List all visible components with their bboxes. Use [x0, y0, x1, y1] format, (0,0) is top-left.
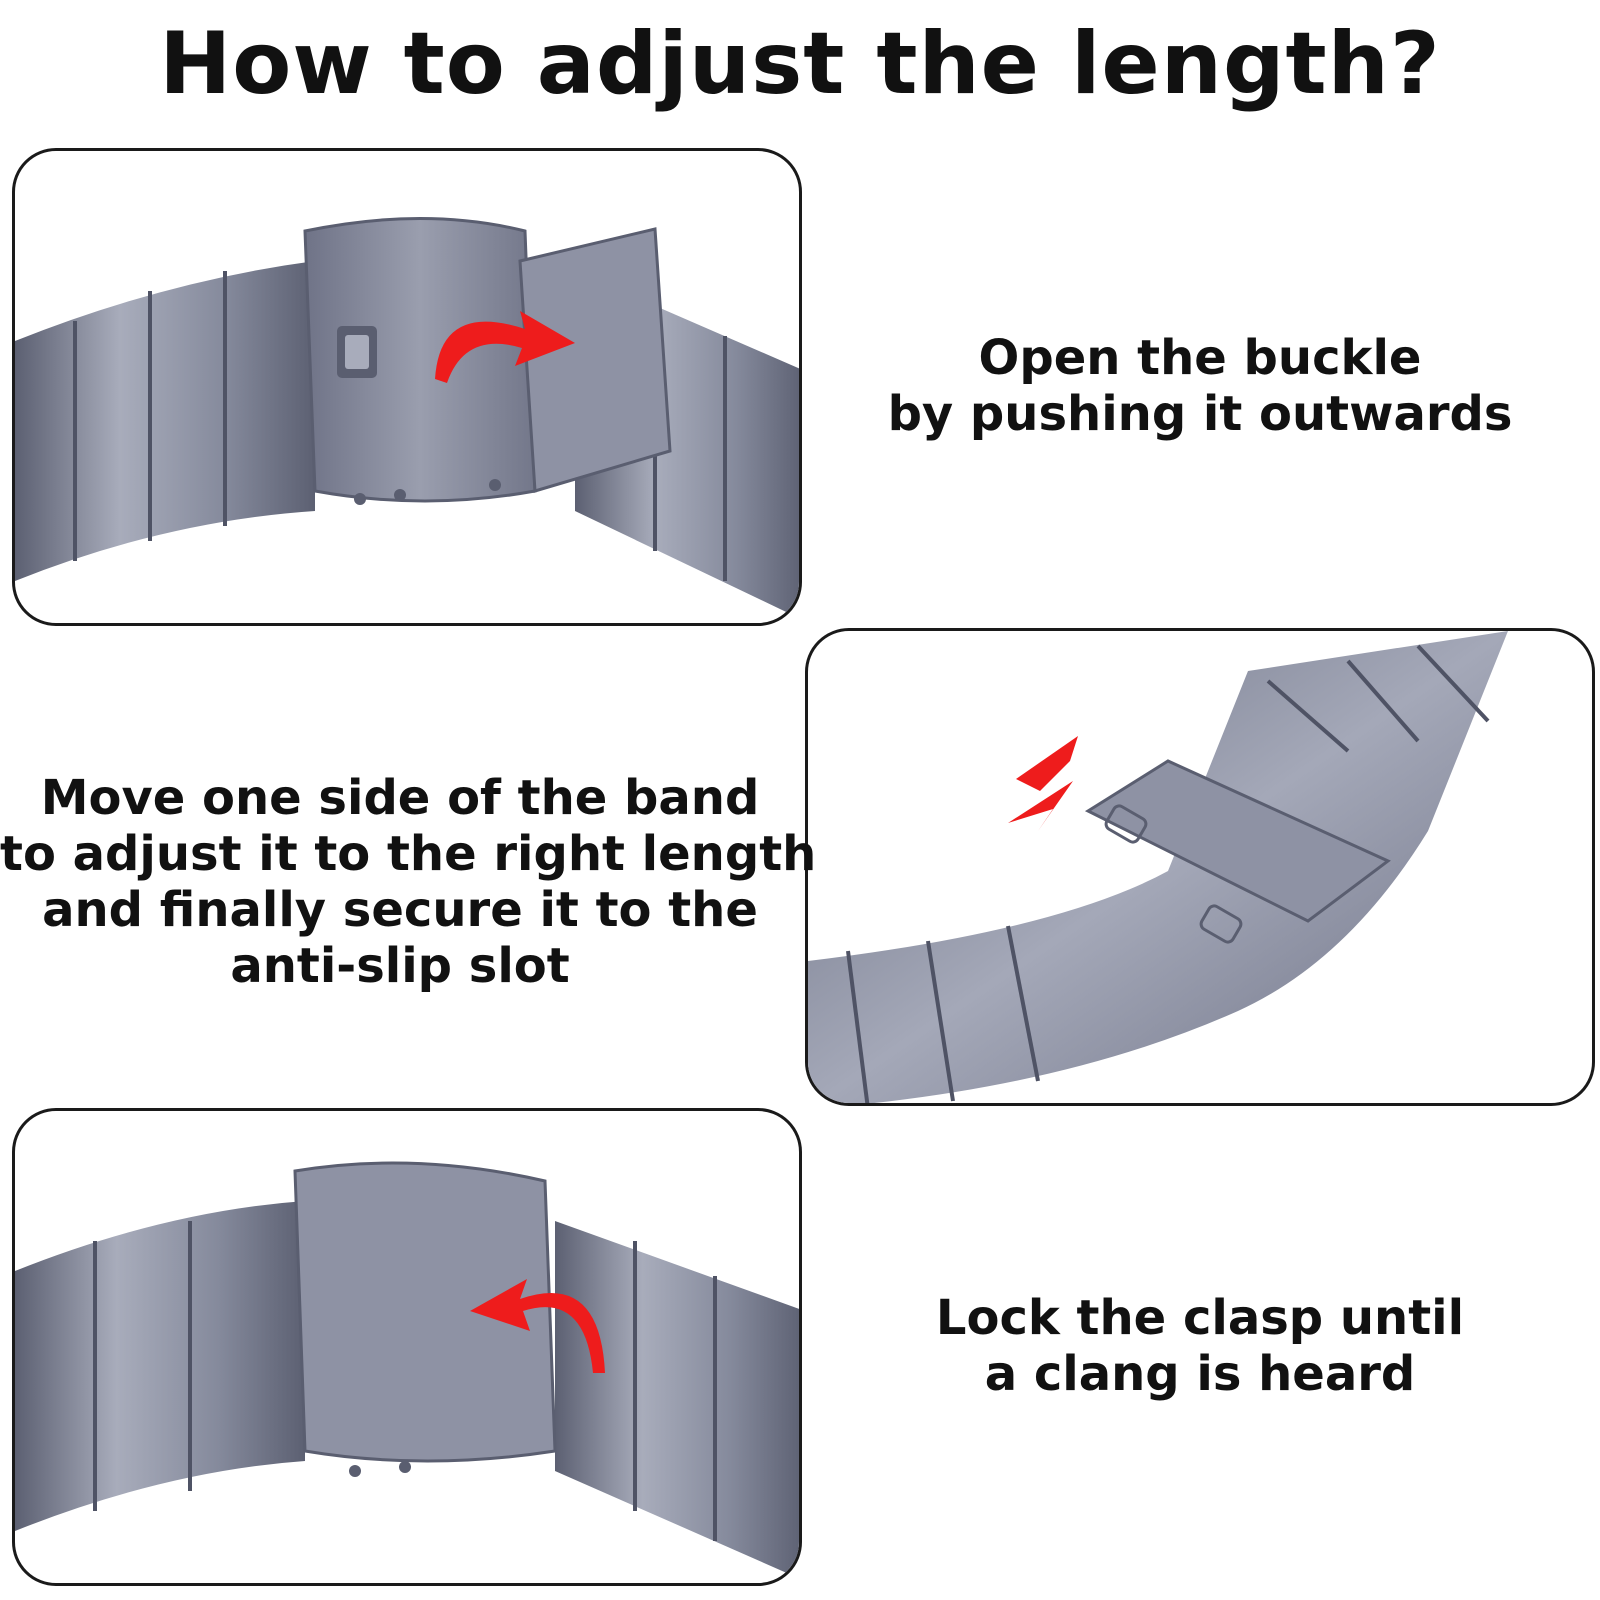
step-1-photo	[12, 148, 802, 626]
step-3-caption-line: Lock the clasp until	[935, 1290, 1465, 1346]
step-1-caption-line: Open the buckle	[978, 330, 1422, 386]
step-3-caption: Lock the clasp until a clang is heard	[830, 1290, 1570, 1402]
band-locked-clasp-illustration	[15, 1161, 799, 1579]
step-2-caption: Move one side of the band to adjust it t…	[0, 770, 817, 994]
page-title: How to adjust the length?	[159, 14, 1441, 114]
step-2-caption-line: Move one side of the band	[40, 770, 760, 826]
step-3-caption-line: a clang is heard	[984, 1346, 1416, 1402]
step-2-photo	[805, 628, 1595, 1106]
band-adjust-illustration	[808, 631, 1508, 1103]
double-arrow-icon	[1008, 736, 1078, 831]
band-open-buckle-illustration	[15, 217, 799, 619]
curved-arrow-outward-icon	[435, 311, 575, 383]
step-1-caption: Open the buckle by pushing it outwards	[830, 330, 1570, 442]
step-2-caption-line: anti-slip slot	[230, 938, 570, 994]
step-2-caption-line: to adjust it to the right length	[0, 826, 817, 882]
step-1-caption-line: by pushing it outwards	[887, 386, 1513, 442]
step-2-caption-line: and finally secure it to the	[42, 882, 758, 938]
curved-arrow-inward-icon	[470, 1279, 605, 1373]
step-3-photo	[12, 1108, 802, 1586]
